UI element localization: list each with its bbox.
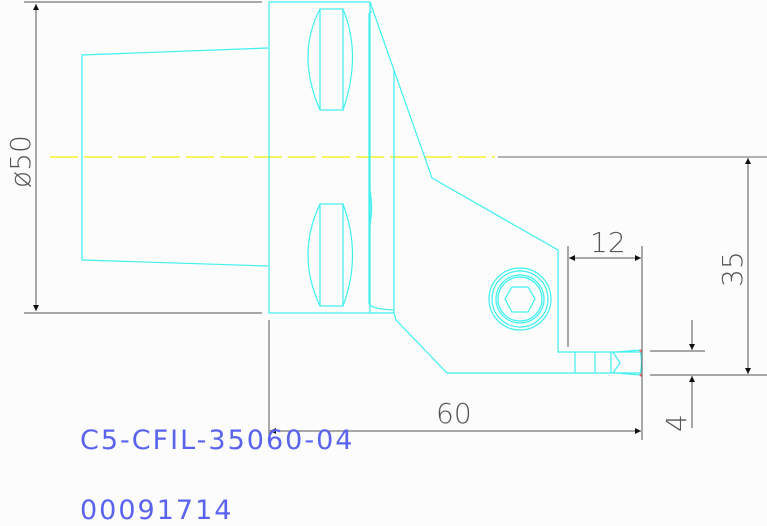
key-slot-upper [319,8,344,111]
article-number-label: 00091714 [80,495,234,526]
cutting-insert [574,349,643,376]
dim-diameter: ø50 [4,135,37,188]
dim-tip-height: 4 [660,414,693,432]
dim-length: 60 [436,397,472,430]
flange [268,1,371,314]
holder-geometry [81,1,643,376]
dim-height: 35 [716,251,749,287]
part-number-label: C5-CFIL-35060-04 [80,425,355,456]
shank-outline [81,47,269,267]
dim-width: 12 [590,226,626,259]
dimensions [24,1,767,440]
key-slot-lower [319,203,344,307]
clamp-screw-icon [488,267,552,331]
body-outline [369,1,640,353]
